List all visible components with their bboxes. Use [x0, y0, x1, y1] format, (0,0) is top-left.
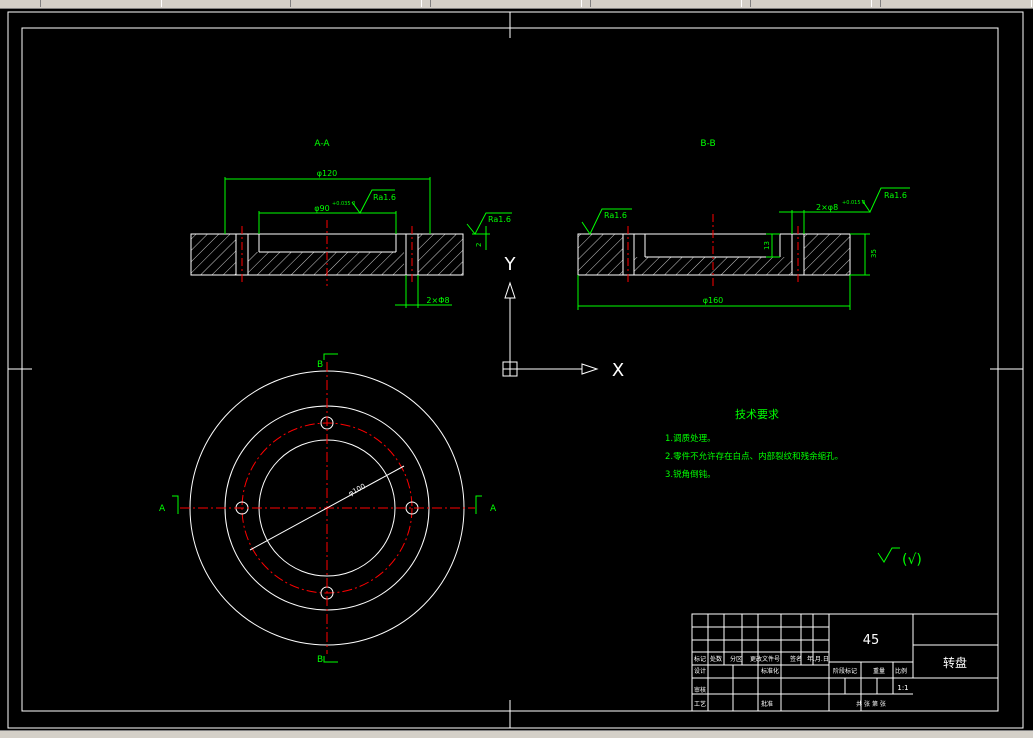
part-name: 转盘 — [943, 655, 967, 670]
hole-tolerance-bb: +0.015 0 — [842, 200, 865, 206]
dim-inner-diameter: φ90 — [314, 204, 329, 213]
roughness-other: (√) — [902, 552, 922, 568]
material: 45 — [863, 633, 880, 648]
dim-pcd: φ100 — [347, 482, 367, 498]
hole-note-aa: 2×Φ8 — [426, 296, 449, 305]
cut-a-left: A — [159, 504, 166, 514]
cut-b-top: B — [317, 360, 323, 370]
cut-b-bottom: B — [317, 655, 323, 665]
roughness-bb-left: Ra1.6 — [604, 211, 627, 220]
technical-requirements: 技术要求 1.调质处理。 2.零件不允许存在白点、内部裂纹和残余缩孔。 3.锐角… — [665, 408, 843, 480]
row-label: 工艺 — [694, 700, 706, 708]
title-block-text: 45 转盘 1:1 标记 设计 审核 工艺 处数 分区 更改文件号 签名 年.月… — [694, 633, 967, 708]
plan-view[interactable]: φ100 B B A A — [159, 353, 497, 665]
toolbar-segment[interactable] — [40, 0, 162, 7]
header-cell: 签名 — [790, 655, 802, 663]
approval: 批准 — [761, 700, 773, 708]
header-cell: 年.月.日 — [807, 655, 829, 663]
toolbar-segment[interactable] — [590, 0, 742, 7]
cad-drawing-canvas[interactable]: A-A φ120 φ90 +0.035 0 Ra1.6 Ra1.6 2 — [0, 9, 1033, 730]
toolbar-segment[interactable] — [430, 0, 582, 7]
standardization: 标准化 — [761, 667, 779, 675]
section-bb-label: B-B — [700, 139, 715, 149]
row-label: 设计 — [694, 667, 706, 675]
toolbar-segment[interactable] — [880, 0, 1032, 7]
dim-outer-diameter: φ120 — [317, 169, 338, 178]
roughness-aa-right: Ra1.6 — [488, 215, 511, 224]
application-toolbar — [0, 0, 1033, 9]
hole-note-bb: 2×φ8 — [816, 203, 838, 212]
weight-label: 重量 — [873, 667, 885, 675]
roughness-aa-top: Ra1.6 — [373, 193, 396, 202]
scale-label: 比例 — [895, 667, 907, 675]
section-bb-view[interactable]: B-B Ra1.6 2×φ8 +0.015 0 Ra1.6 13 35 — [577, 139, 910, 310]
dim-pocket-depth: 13 — [763, 241, 771, 250]
row-label: 审核 — [694, 686, 706, 694]
section-aa-view[interactable]: A-A φ120 φ90 +0.035 0 Ra1.6 Ra1.6 2 — [190, 139, 512, 308]
toolbar-segment[interactable] — [290, 0, 422, 7]
row-label: 标记 — [694, 655, 706, 663]
header-cell: 分区 — [730, 655, 742, 663]
roughness-bb-right: Ra1.6 — [884, 191, 907, 200]
header-cell: 处数 — [710, 655, 722, 663]
tech-req-item: 3.锐角倒钝。 — [665, 469, 716, 480]
section-aa-label: A-A — [314, 139, 330, 149]
tech-req-item: 2.零件不允许存在白点、内部裂纹和残余缩孔。 — [665, 451, 843, 462]
dim-height: 35 — [870, 249, 878, 258]
ucs-y-label: Y — [504, 254, 517, 275]
dim-depth: 2 — [475, 243, 483, 247]
general-roughness-note: (√) — [877, 547, 922, 568]
tech-req-item: 1.调质处理。 — [665, 433, 716, 444]
status-bar — [0, 730, 1033, 738]
cut-a-right: A — [490, 504, 497, 514]
centering-marks — [8, 12, 1023, 728]
dim-inner-tolerance: +0.035 0 — [332, 201, 355, 207]
sheet-border — [7, 11, 1024, 729]
title-block — [691, 613, 999, 712]
ucs-icon: Y X — [502, 254, 624, 381]
dim-outer-diameter-bb: φ160 — [703, 296, 724, 305]
header-cell: 更改文件号 — [750, 655, 780, 663]
tech-req-title: 技术要求 — [735, 408, 779, 421]
sheets: 共 张 第 张 — [856, 700, 886, 708]
ucs-x-label: X — [612, 360, 624, 381]
stage-label: 阶段标记 — [833, 667, 857, 675]
toolbar-segment[interactable] — [750, 0, 872, 7]
scale: 1:1 — [897, 684, 908, 692]
